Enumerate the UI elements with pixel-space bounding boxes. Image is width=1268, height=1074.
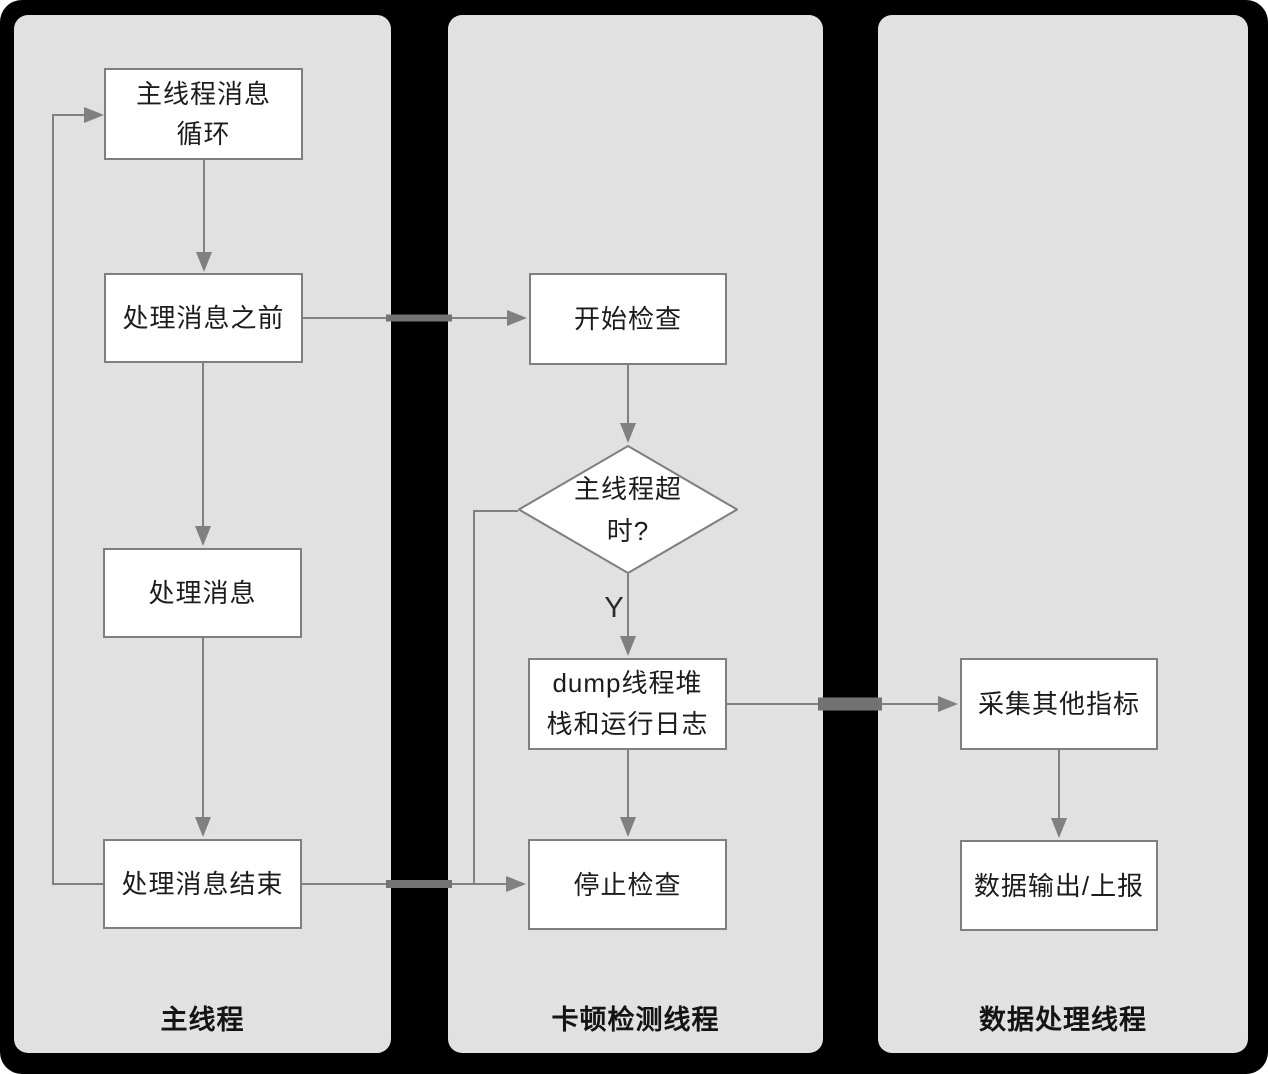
node-stop-check: 停止检查	[528, 839, 727, 930]
node-label: 处理消息结束	[121, 869, 284, 899]
node-start-check: 开始检查	[529, 273, 727, 365]
lane-label-data-process-thread: 数据处理线程	[979, 1005, 1147, 1035]
node-handle-message-end: 处理消息结束	[103, 839, 302, 929]
decision-diamond-shape	[518, 445, 738, 574]
node-main-thread-message-loop: 主线程消息循环	[104, 68, 303, 160]
node-label: 主线程消息循环	[135, 79, 271, 149]
node-dump-stack-and-logs: dump线程堆栈和运行日志	[528, 658, 727, 750]
node-label: 停止检查	[573, 869, 682, 900]
node-label: 处理消息之前	[122, 303, 285, 333]
node-collect-other-metrics: 采集其他指标	[960, 658, 1158, 750]
node-handle-message: 处理消息	[103, 548, 302, 638]
node-label: 采集其他指标	[977, 689, 1140, 719]
node-label: 开始检查	[573, 304, 682, 334]
edge-label-yes: Y	[604, 592, 624, 624]
node-main-thread-timeout-decision: 主线程超时?	[518, 445, 738, 574]
lane-label-stall-detect-thread: 卡顿检测线程	[551, 1005, 720, 1035]
node-before-handle-message: 处理消息之前	[104, 273, 303, 363]
node-data-output-report: 数据输出/上报	[960, 840, 1158, 931]
node-label: 数据输出/上报	[973, 870, 1145, 901]
lane-label-main-thread: 主线程	[160, 1005, 245, 1035]
node-label: 主线程超时?	[573, 473, 682, 546]
node-label: dump线程堆栈和运行日志	[546, 668, 709, 739]
node-label: 处理消息	[148, 578, 257, 608]
